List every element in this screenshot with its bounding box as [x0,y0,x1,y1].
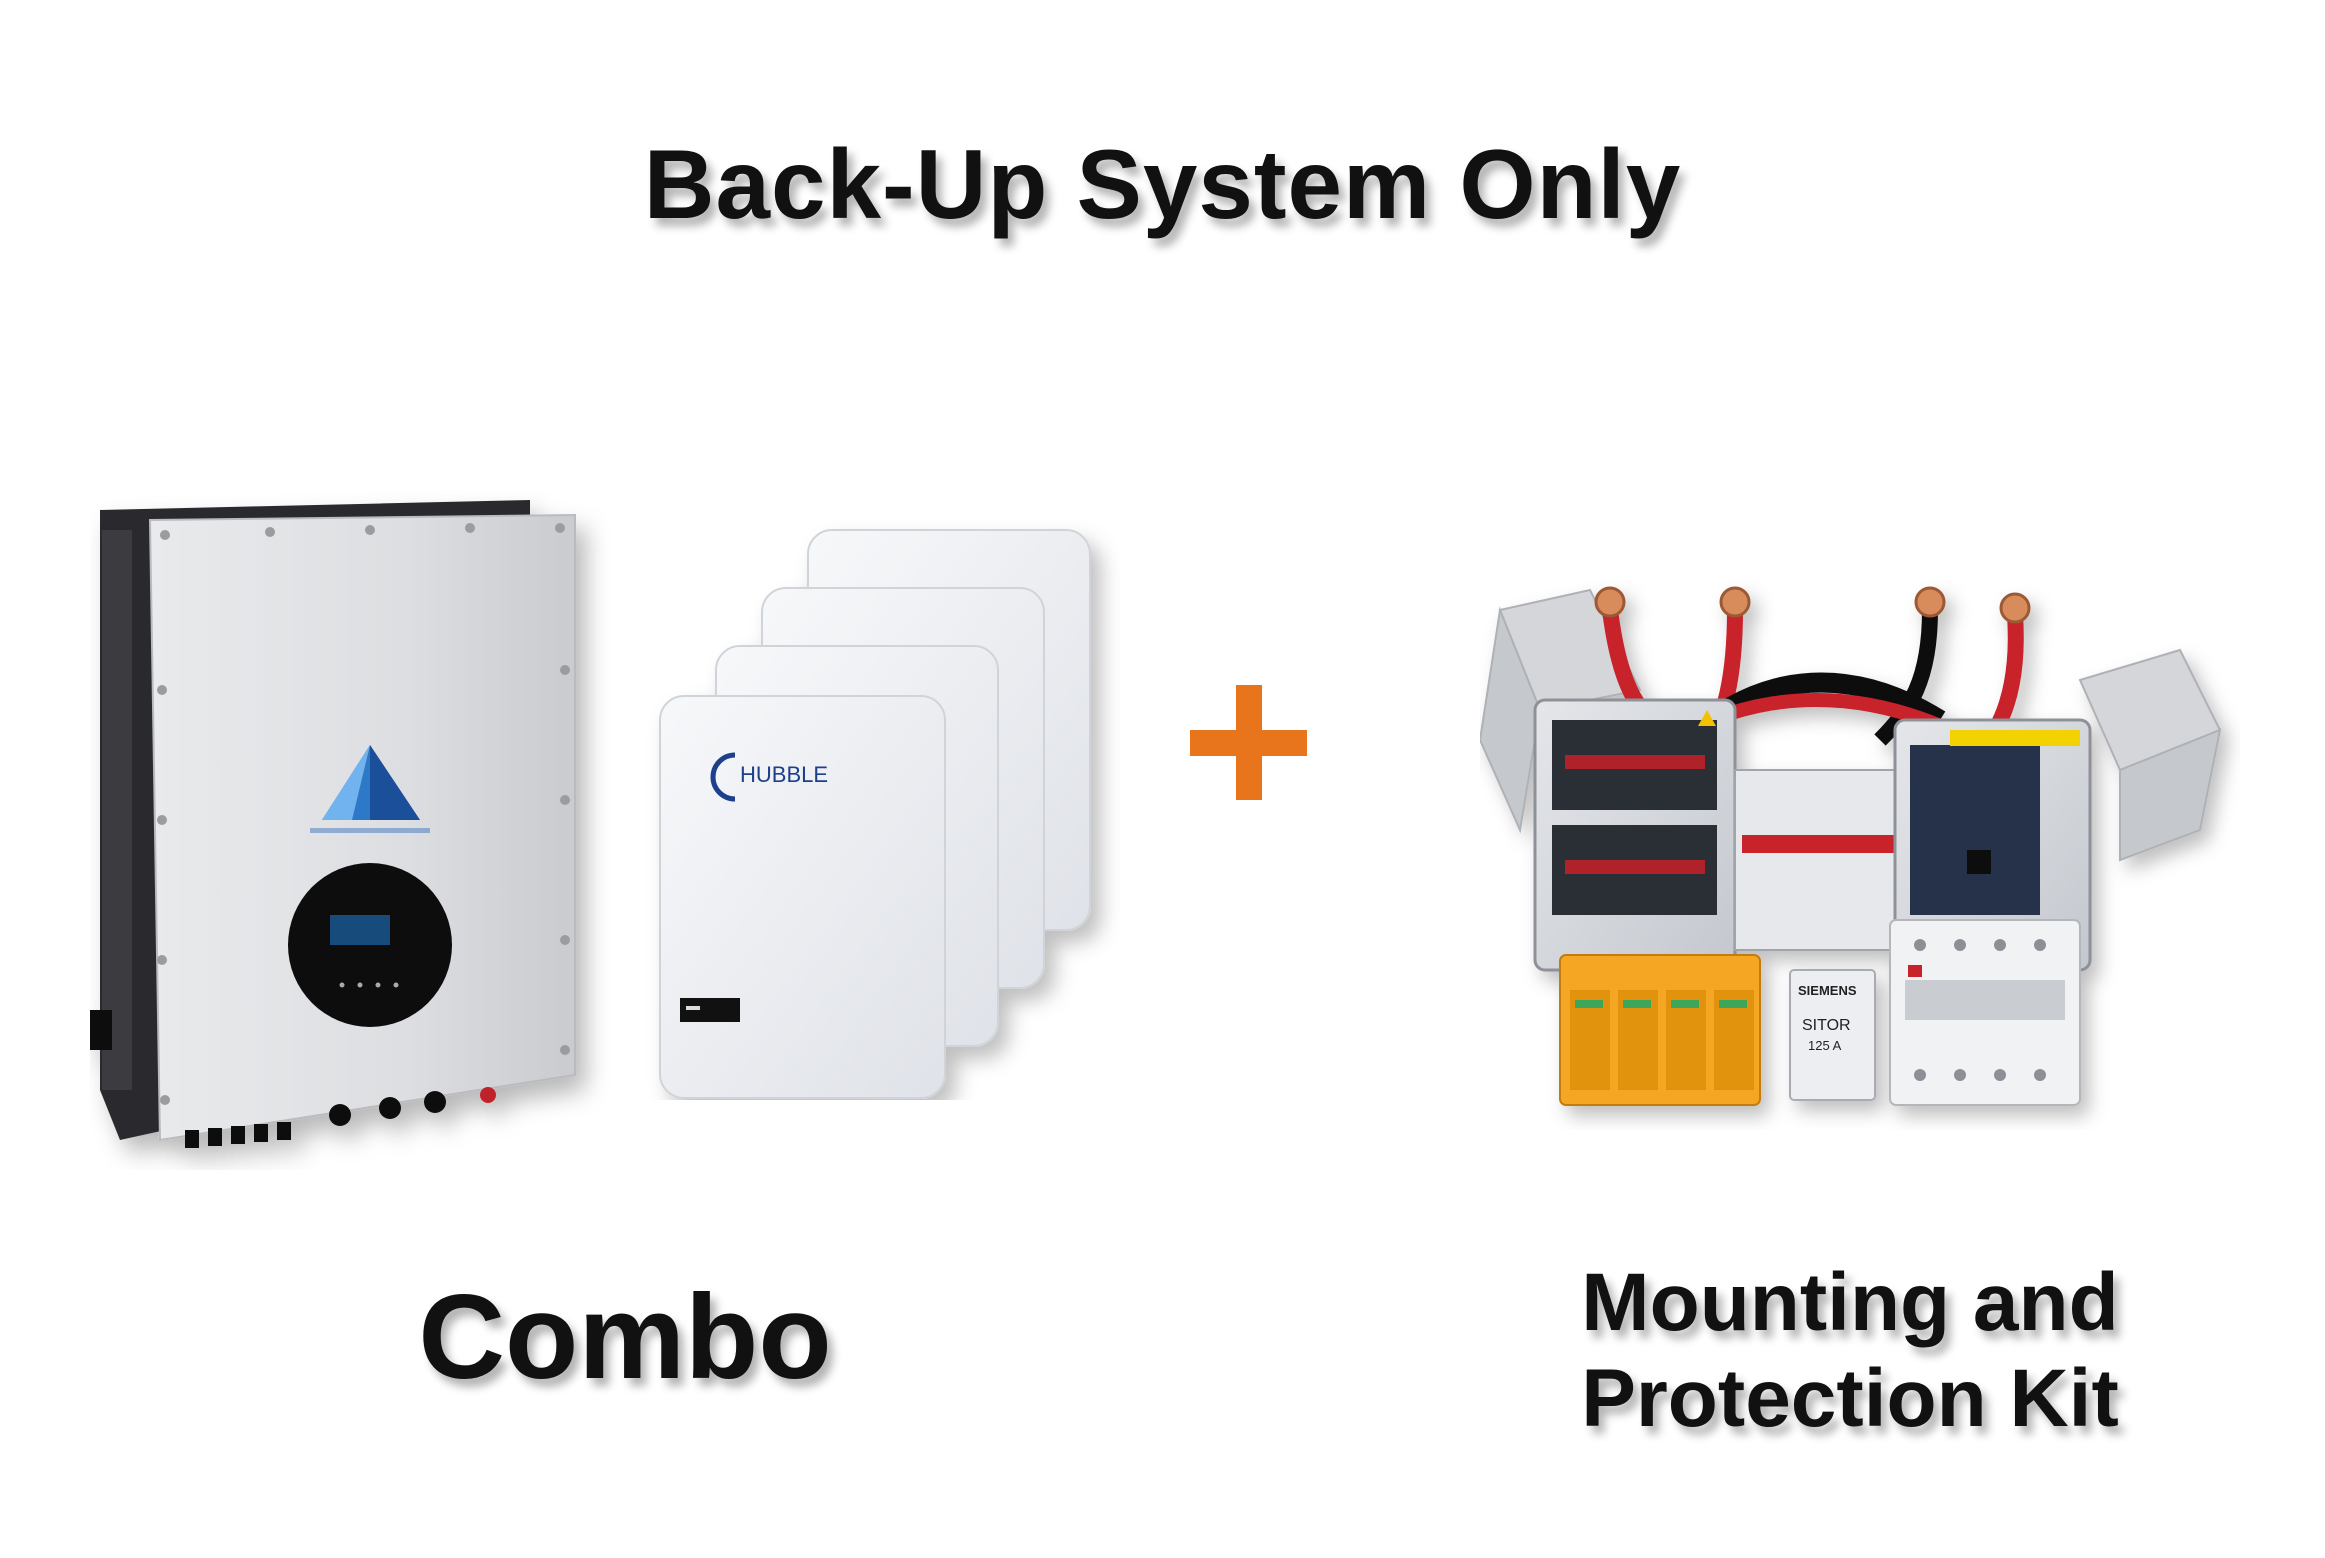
inverter-icon [90,500,576,1148]
fuse-label-3: 125 A [1808,1038,1842,1053]
kit-label-line-1: Mounting and [1581,1257,2119,1348]
battery-brand: HUBBLE [740,762,828,787]
protection-kit-icon: SIEMENS SITOR 125 A [1480,586,2222,1106]
kit-label: Mounting and Protection Kit [1450,1255,2250,1447]
plus-icon [1190,685,1307,800]
combo-label: Combo [418,1270,832,1404]
kit-label-line-2: Protection Kit [1581,1353,2119,1444]
fuse-label-1: SIEMENS [1798,983,1857,998]
battery-stack-icon: HUBBLE [659,529,1091,1099]
fuse-label-2: SITOR [1802,1017,1851,1034]
page-title: Back-Up System Only [643,129,1682,239]
